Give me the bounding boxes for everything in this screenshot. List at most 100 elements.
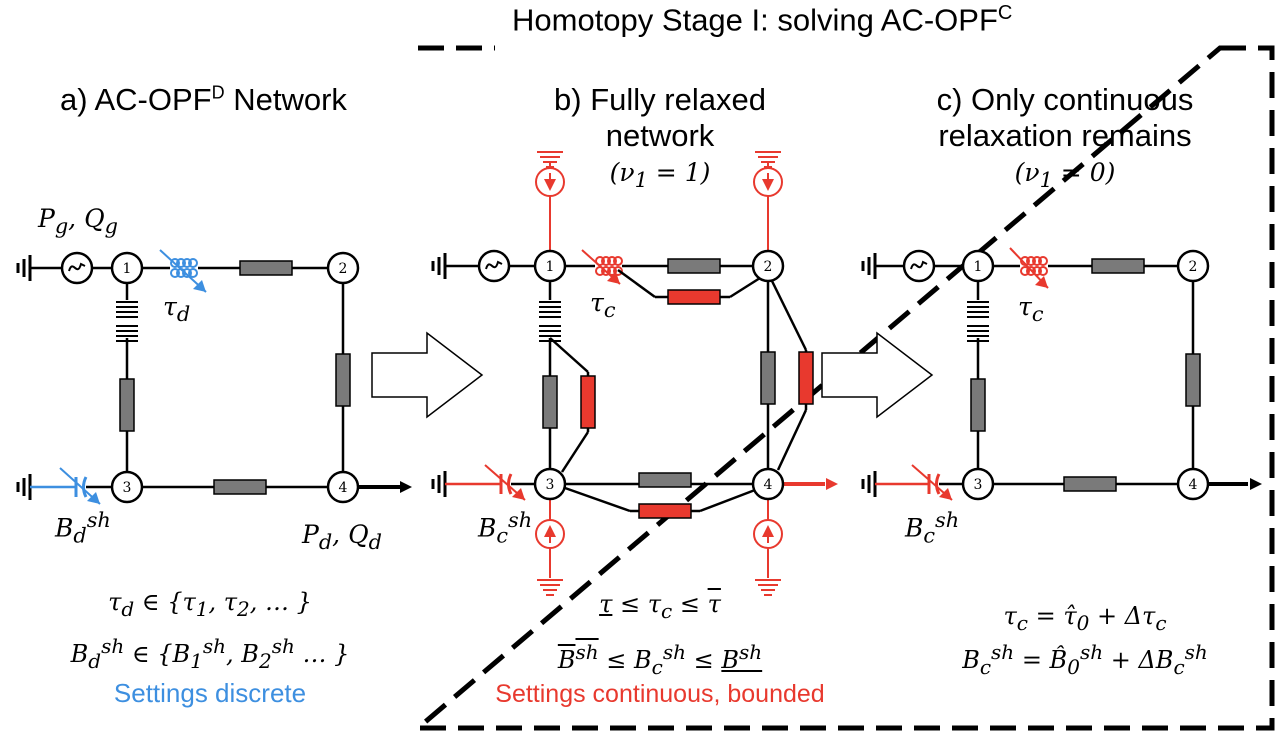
panel-c-nu: (ν1 = 0) bbox=[1014, 158, 1116, 192]
sine-wave bbox=[485, 260, 503, 270]
bus-node bbox=[961, 249, 995, 283]
line-3-4 bbox=[213, 479, 267, 495]
coil-loop bbox=[601, 256, 611, 266]
coil-loop bbox=[1032, 256, 1042, 266]
relaxed-line-1-3 bbox=[580, 375, 596, 429]
coil-loop bbox=[1038, 256, 1048, 266]
shunt-label-continuous: Bcsh bbox=[478, 508, 533, 548]
coil-loop bbox=[188, 258, 198, 268]
wire bbox=[617, 268, 656, 299]
generator-symbol bbox=[902, 249, 936, 283]
wire bbox=[770, 280, 808, 351]
transformer-vertical bbox=[967, 301, 989, 342]
shunt-arrow-head bbox=[512, 488, 525, 500]
load-arrow bbox=[826, 478, 838, 490]
bus-number: 1 bbox=[123, 261, 132, 277]
generator-symbol bbox=[477, 249, 511, 283]
source-arrow-head bbox=[544, 525, 556, 537]
wire bbox=[729, 276, 761, 299]
line-3-4 bbox=[638, 472, 692, 488]
generator-symbol bbox=[60, 251, 94, 285]
coil-loop bbox=[182, 268, 192, 278]
ground-red bbox=[537, 151, 563, 168]
wire bbox=[564, 486, 631, 513]
tap-arrow-head bbox=[1035, 276, 1048, 288]
transition-arrow-b-c bbox=[821, 331, 934, 419]
bus-node bbox=[1176, 467, 1210, 501]
settings-discrete-label: Settings discrete bbox=[113, 678, 307, 708]
line-2-4 bbox=[335, 353, 351, 407]
shunt-continuous bbox=[927, 473, 941, 495]
wire bbox=[560, 431, 590, 473]
load-arrow bbox=[1250, 478, 1262, 490]
discrete-tap-set: τd ∈ {τ1, τ2, … } bbox=[108, 588, 312, 621]
shunt-arrow-head bbox=[939, 488, 952, 500]
tap-label-continuous: τc bbox=[590, 288, 616, 322]
cap-plate bbox=[507, 473, 513, 495]
settings-continuous-label: Settings continuous, bounded bbox=[495, 680, 825, 708]
ground-symbol bbox=[861, 471, 877, 497]
line-2-4 bbox=[760, 351, 776, 405]
bus-number: 1 bbox=[546, 259, 555, 275]
bus-node bbox=[110, 470, 144, 504]
tap-arrow-head bbox=[193, 280, 206, 292]
coil-loop bbox=[613, 256, 623, 266]
load-label: Pd, Qd bbox=[302, 520, 382, 554]
transformer-vertical bbox=[116, 301, 138, 342]
bus-node bbox=[326, 251, 360, 285]
line-1-3 bbox=[542, 375, 558, 429]
bus-node bbox=[1176, 249, 1210, 283]
coil-loop bbox=[607, 266, 617, 276]
stage-dashed-box bbox=[411, 45, 1275, 731]
load-arrow bbox=[400, 481, 412, 493]
source-arrow-head bbox=[762, 525, 774, 537]
generator-label: Pg, Qg bbox=[38, 204, 118, 238]
bus-node bbox=[326, 470, 360, 504]
ground-red bbox=[537, 579, 563, 596]
coil-loop bbox=[1026, 266, 1036, 276]
bus-node bbox=[533, 249, 567, 283]
coil-loop bbox=[1026, 256, 1036, 266]
bus-number: 2 bbox=[1189, 259, 1198, 275]
cap-plate bbox=[935, 473, 941, 495]
transition-arrow-a-b bbox=[371, 331, 484, 419]
bus-node bbox=[961, 467, 995, 501]
tap-label-panel-c: τc bbox=[1018, 292, 1044, 326]
bus-number: 2 bbox=[339, 261, 348, 277]
stage-title: Homotopy Stage I: solving AC-OPFC bbox=[512, 2, 1013, 38]
bus-number: 4 bbox=[339, 480, 348, 496]
coil-loop bbox=[188, 268, 198, 278]
bus-number: 4 bbox=[764, 477, 773, 493]
bus-number: 3 bbox=[974, 477, 983, 493]
shunt-arrow-head bbox=[87, 492, 100, 504]
coil-loop bbox=[1038, 266, 1048, 276]
shunt-decomposition: Bcsh = B̂0sh + ΔBcsh bbox=[962, 640, 1208, 679]
bus-number: 3 bbox=[123, 480, 132, 496]
line-1-2 bbox=[667, 258, 721, 274]
ground-symbol bbox=[431, 471, 447, 497]
shunt-label-panel-c: Bcsh bbox=[905, 508, 960, 548]
relaxed-line-3-4 bbox=[638, 503, 692, 519]
line-2-4 bbox=[1185, 353, 1201, 407]
coil-loop bbox=[176, 258, 186, 268]
shunt-discrete bbox=[74, 476, 88, 498]
bus-node bbox=[110, 251, 144, 285]
bus-number: 2 bbox=[764, 259, 773, 275]
ground-symbol bbox=[16, 255, 32, 281]
line-1-2 bbox=[1091, 258, 1145, 274]
discrete-shunt-set: Bdsh ∈ {B1sh, B2sh … } bbox=[70, 634, 350, 673]
cap-plate bbox=[82, 476, 88, 498]
line-1-3 bbox=[970, 378, 986, 432]
shunt-continuous bbox=[499, 473, 513, 495]
tap-decomposition: τc = τ̂0 + Δτc bbox=[1003, 602, 1167, 635]
source-arrow-head bbox=[544, 179, 556, 191]
line-1-3 bbox=[119, 378, 135, 432]
ground-red bbox=[755, 579, 781, 596]
coil-loop bbox=[170, 258, 180, 268]
source-arrow-head bbox=[762, 179, 774, 191]
tap-label-discrete: τd bbox=[163, 292, 191, 326]
